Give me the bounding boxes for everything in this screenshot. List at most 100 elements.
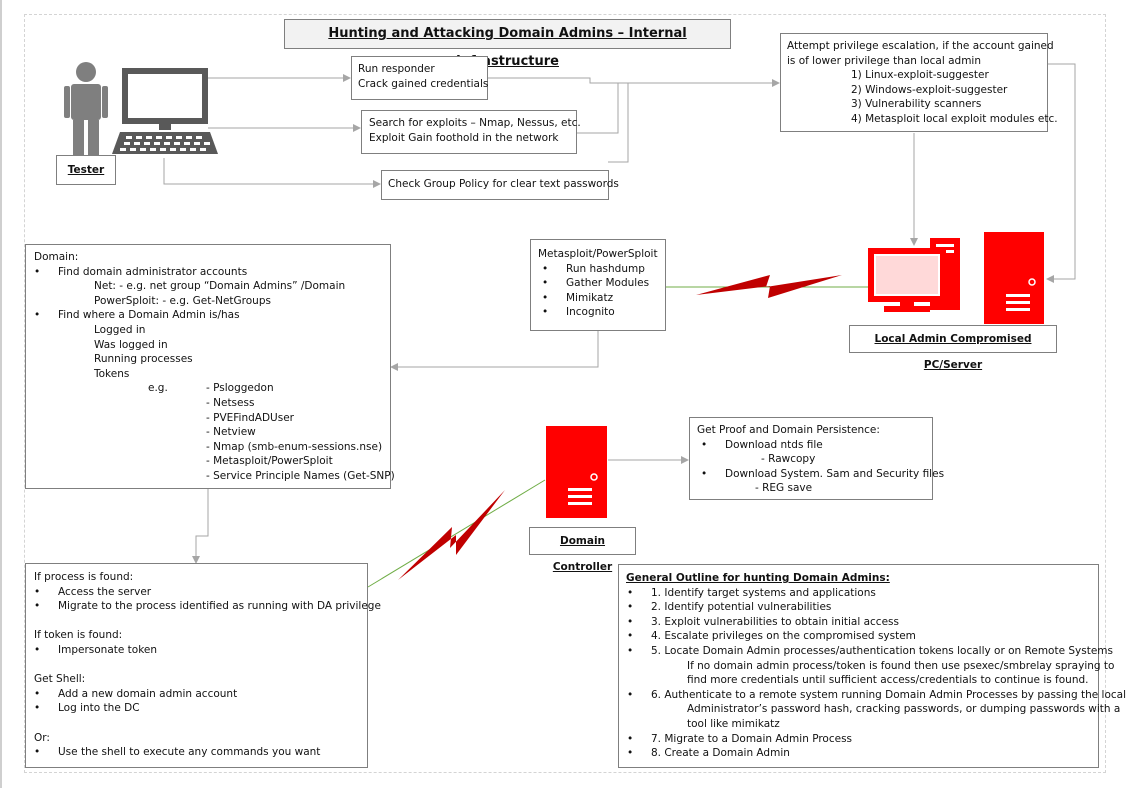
domain-tool: - Netview (206, 426, 256, 439)
domain-tool: - Netsess (206, 396, 255, 409)
line-gpo-to-privesc (608, 83, 629, 163)
domain-tool: - Service Principle Names (Get-SNP) (206, 469, 395, 482)
monitor-icon (122, 68, 208, 130)
privesc-line2: is of lower privilege than local admin (787, 54, 981, 67)
bullet-icon: • (34, 585, 41, 598)
outline-step: 2. Identify potential vulnerabilities (651, 601, 832, 614)
privesc-item: 2) Windows-exploit-suggester (851, 83, 1008, 96)
responder-box: Run responder Crack gained credentials (351, 56, 488, 100)
process-bullet: Add a new domain admin account (58, 687, 238, 700)
domain-eg: e.g. (148, 382, 168, 395)
bullet-icon: • (542, 306, 549, 319)
domain-controller-label: Domain Controller (529, 527, 636, 573)
metasploit-item: Run hashdump (566, 262, 645, 275)
arrow-privesc-to-server (1046, 63, 1076, 283)
diagram-title: Hunting and Attacking Domain Admins – In… (284, 19, 731, 69)
tower-server-icon (984, 232, 1044, 324)
bullet-icon: • (542, 262, 549, 275)
metasploit-item: Gather Modules (566, 277, 650, 290)
arrow-responder-to-privesc (488, 77, 780, 87)
desktop-pc-icon (868, 238, 960, 312)
outline-step: 6. Authenticate to a remote system runni… (651, 688, 1126, 701)
metasploit-box: Metasploit/PowerSploit • Run hashdump • Ga… (530, 239, 666, 331)
domain-sub: Tokens (94, 367, 130, 380)
bullet-icon: • (542, 277, 549, 290)
responder-line2: Crack gained credentials (358, 77, 489, 90)
privesc-item: 3) Vulnerability scanners (851, 98, 982, 111)
process-bullet: Migrate to the process identified as run… (58, 600, 381, 613)
arrow-metasploit-to-domain (390, 331, 599, 371)
proof-bullet: Download ntds file (725, 438, 823, 451)
bullet-icon: • (542, 291, 549, 304)
metasploit-heading: Metasploit/PowerSploit (538, 248, 658, 260)
domain-sub: Was logged in (94, 338, 168, 351)
domain-sub: Net: - e.g. net group “Domain Admins” /D… (94, 280, 346, 293)
proof-bullet: Download System. Sam and Security files (725, 467, 945, 480)
domain-tool: - Nmap (smb-enum-sessions.nse) (206, 440, 383, 453)
exploits-line2: Exploit Gain foothold in the network (369, 131, 559, 144)
domain-controller-server-icon (546, 426, 607, 518)
bullet-icon: • (34, 702, 41, 715)
arrow-domain-to-process (192, 489, 209, 564)
outline-box: General Outline for hunting Domain Admin… (618, 564, 1126, 768)
domain-box: Domain: • Find domain administrator accou… (25, 244, 395, 489)
gpo-box: Check Group Policy for clear text passwo… (381, 170, 619, 200)
bullet-icon: • (701, 467, 708, 480)
outline-step: 5. Locate Domain Admin processes/authent… (651, 644, 1114, 657)
tester-label: Tester (56, 155, 116, 185)
tester-workstation (64, 62, 218, 156)
proof-box: Get Proof and Domain Persistence: •Downl… (689, 417, 944, 500)
domain-tool: - PVEFindADUser (206, 411, 294, 424)
domain-sub: Logged in (94, 323, 146, 336)
responder-line1: Run responder (358, 63, 435, 75)
bullet-icon: • (34, 746, 41, 759)
outline-step: 3. Exploit vulnerabilities to obtain ini… (651, 615, 899, 628)
bullet-icon: • (34, 687, 41, 700)
bullet-icon: • (627, 601, 634, 614)
domain-sub: Running processes (94, 353, 193, 366)
gpo-line1: Check Group Policy for clear text passwo… (388, 178, 619, 190)
bullet-icon: • (701, 438, 708, 451)
outline-sub: If no domain admin process/token is foun… (687, 659, 1115, 672)
left-edge-bar (0, 0, 2, 788)
lightning-icon (398, 275, 842, 580)
link-dc-process (367, 479, 546, 588)
privesc-item: 4) Metasploit local exploit modules etc. (851, 112, 1058, 125)
domain-tool: - Psloggedon (206, 382, 274, 395)
proof-sub: - Rawcopy (761, 453, 816, 466)
domain-bullet: Find domain administrator accounts (58, 265, 248, 278)
bullet-icon: • (627, 747, 634, 760)
exploits-line1: Search for exploits – Nmap, Nessus, etc. (369, 117, 581, 129)
process-box: If process is found: •Access the server … (25, 563, 381, 768)
domain-sub: PowerSploit: - e.g. Get-NetGroups (94, 294, 271, 307)
line-exploits-to-privesc (577, 83, 619, 134)
domain-tool: - Metasploit/PowerSploit (206, 455, 333, 468)
process-bullet: Log into the DC (58, 702, 140, 715)
metasploit-item: Incognito (566, 306, 615, 319)
outline-sub: tool like mimikatz (687, 717, 780, 730)
bullet-icon: • (627, 615, 634, 628)
process-heading: Get Shell: (34, 673, 86, 686)
process-bullet: Use the shell to execute any commands yo… (58, 746, 321, 759)
domain-heading: Domain: (34, 251, 79, 263)
arrow-tester-to-gpo (163, 158, 381, 188)
page-frame (24, 14, 1106, 773)
bullet-icon: • (34, 309, 41, 322)
local-admin-label: Local Admin Compromised PC/Server (849, 325, 1057, 371)
bullet-icon: • (34, 600, 41, 613)
outline-step: 1. Identify target systems and applicati… (651, 586, 876, 599)
privesc-item: 1) Linux-exploit-suggester (851, 69, 989, 82)
outline-heading: General Outline for hunting Domain Admin… (626, 572, 890, 584)
bullet-icon: • (34, 643, 41, 656)
outline-step: 8. Create a Domain Admin (651, 747, 790, 760)
bullet-icon: • (627, 688, 634, 701)
process-heading: If token is found: (34, 629, 123, 642)
bullet-icon: • (627, 732, 634, 745)
outline-sub: Administrator’s password hash, cracking … (687, 703, 1121, 716)
bullet-icon: • (34, 265, 41, 278)
process-bullet: Impersonate token (58, 643, 158, 656)
privesc-box: Attempt privilege escalation, if the acc… (780, 33, 1058, 132)
privesc-line1: Attempt privilege escalation, if the acc… (787, 40, 1054, 52)
bullet-icon: • (627, 644, 634, 657)
